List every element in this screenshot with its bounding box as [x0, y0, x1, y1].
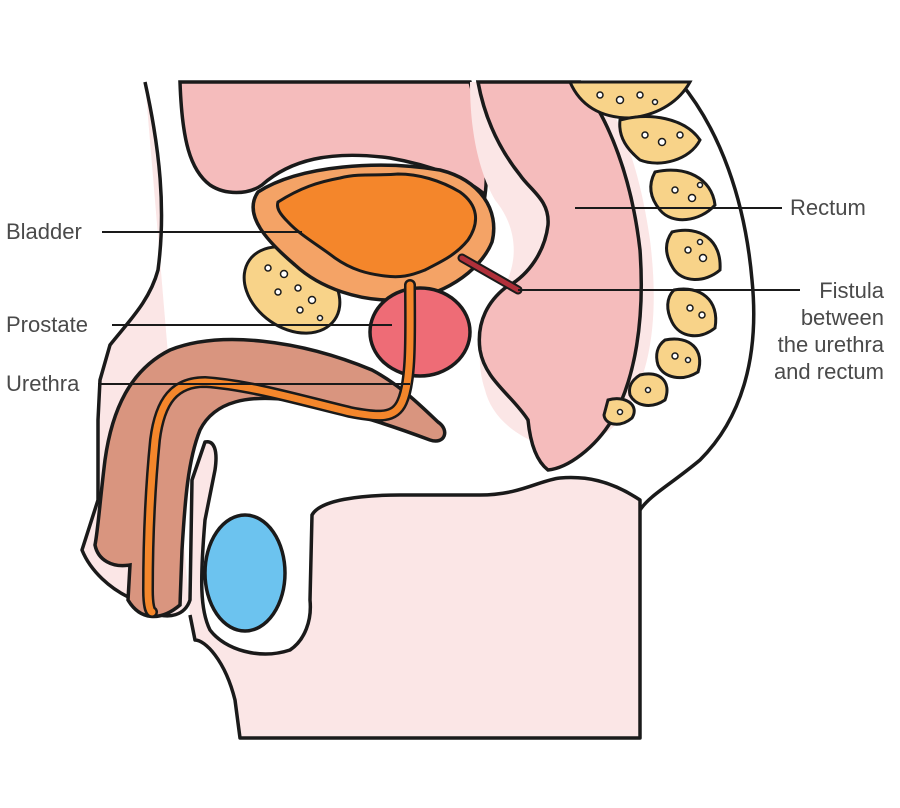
leader-fistula — [518, 289, 800, 291]
rectum — [475, 80, 643, 472]
bone-pores — [596, 91, 708, 416]
label-urethra: Urethra — [6, 371, 80, 396]
testis — [203, 513, 287, 633]
body-outline — [80, 81, 642, 740]
leader-rectum — [575, 207, 782, 209]
label-fistula-line2: between — [800, 305, 884, 330]
leader-prostate — [112, 324, 392, 326]
label-bladder: Bladder — [6, 219, 82, 244]
leader-urethra — [98, 383, 410, 385]
label-fistula-line4: and rectum — [773, 359, 884, 384]
sacrum-bones — [567, 80, 722, 426]
bladder — [276, 172, 477, 279]
back-outline — [638, 80, 756, 512]
label-fistula-line1: Fistula — [819, 278, 884, 303]
leader-bladder — [102, 231, 302, 233]
label-rectum: Rectum — [790, 195, 866, 220]
label-prostate: Prostate — [6, 312, 88, 337]
pubic-bone-pores — [264, 264, 324, 322]
urethra — [144, 281, 414, 616]
label-fistula-line3: the urethra — [777, 332, 884, 357]
label-fistula: Fistula between the urethra and rectum — [774, 277, 884, 385]
prostate — [368, 286, 472, 378]
fistula-core — [459, 255, 521, 293]
